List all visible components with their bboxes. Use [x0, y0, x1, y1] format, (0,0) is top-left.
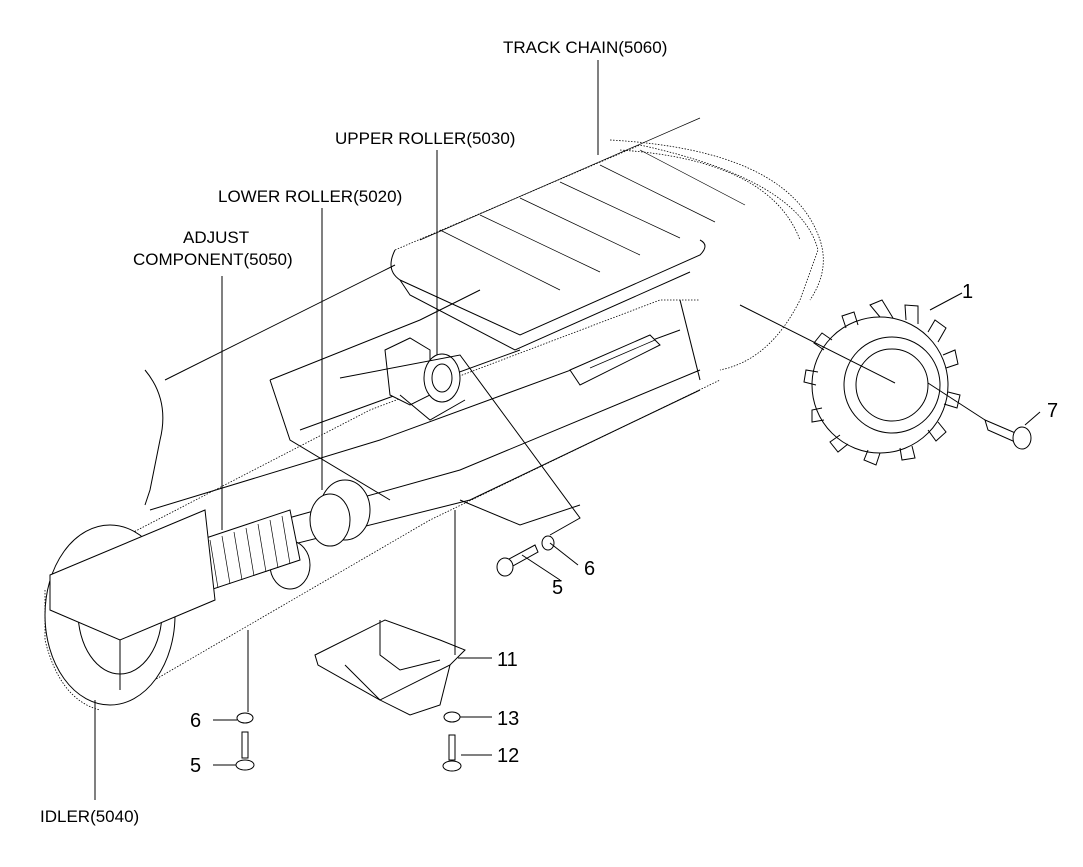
label-idler: IDLER(5040) [40, 807, 139, 826]
leader-lines [94, 60, 1041, 800]
callout-sprocket: 1 [962, 281, 973, 303]
label-adjust-line2: COMPONENT(5050) [133, 250, 293, 269]
label-upper-roller: UPPER ROLLER(5030) [335, 129, 515, 148]
idler-drawing [44, 509, 216, 706]
callout-washer-guard: 13 [497, 708, 519, 730]
callout-guard: 11 [497, 649, 518, 671]
label-adjust-line1: ADJUST [183, 228, 249, 247]
callout-bolt-a: 5 [552, 577, 563, 599]
label-lower-roller: LOWER ROLLER(5020) [218, 187, 402, 206]
sprocket-drawing [803, 299, 961, 466]
callout-bolt-sprocket: 7 [1047, 400, 1058, 422]
adjust-component-drawing [199, 509, 301, 591]
guard-drawing [314, 619, 466, 716]
label-track-chain: TRACK CHAIN(5060) [503, 38, 667, 57]
callout-bolt-b: 5 [190, 755, 201, 777]
track-frame-drawing [144, 264, 701, 561]
guide-rail-drawing [569, 334, 661, 386]
lower-roller-drawing [269, 479, 371, 590]
callout-washer-b: 6 [190, 710, 201, 732]
callout-bolt-guard: 12 [497, 745, 519, 767]
sprocket-teeth [803, 299, 961, 466]
callout-washer-a: 6 [584, 558, 595, 580]
upper-roller-drawing [384, 337, 466, 421]
hardware-drawing [235, 419, 1032, 772]
